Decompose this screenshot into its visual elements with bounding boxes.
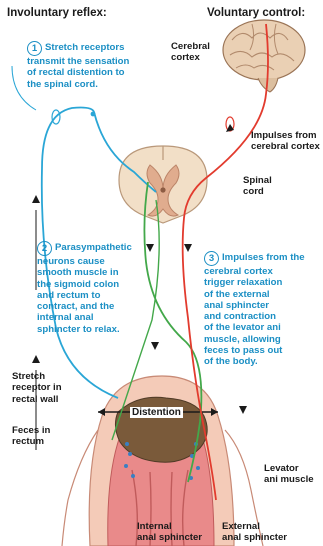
step-2-number: 2	[37, 241, 52, 256]
voluntary-header: Voluntary control:	[207, 7, 305, 19]
spinal-cord-illustration	[119, 146, 207, 223]
brain-illustration	[223, 20, 305, 92]
step-3-number: 3	[204, 251, 219, 266]
distention-label: Distention	[130, 407, 183, 418]
involuntary-header: Involuntary reflex:	[7, 7, 107, 19]
step-1-number: 1	[27, 41, 42, 56]
